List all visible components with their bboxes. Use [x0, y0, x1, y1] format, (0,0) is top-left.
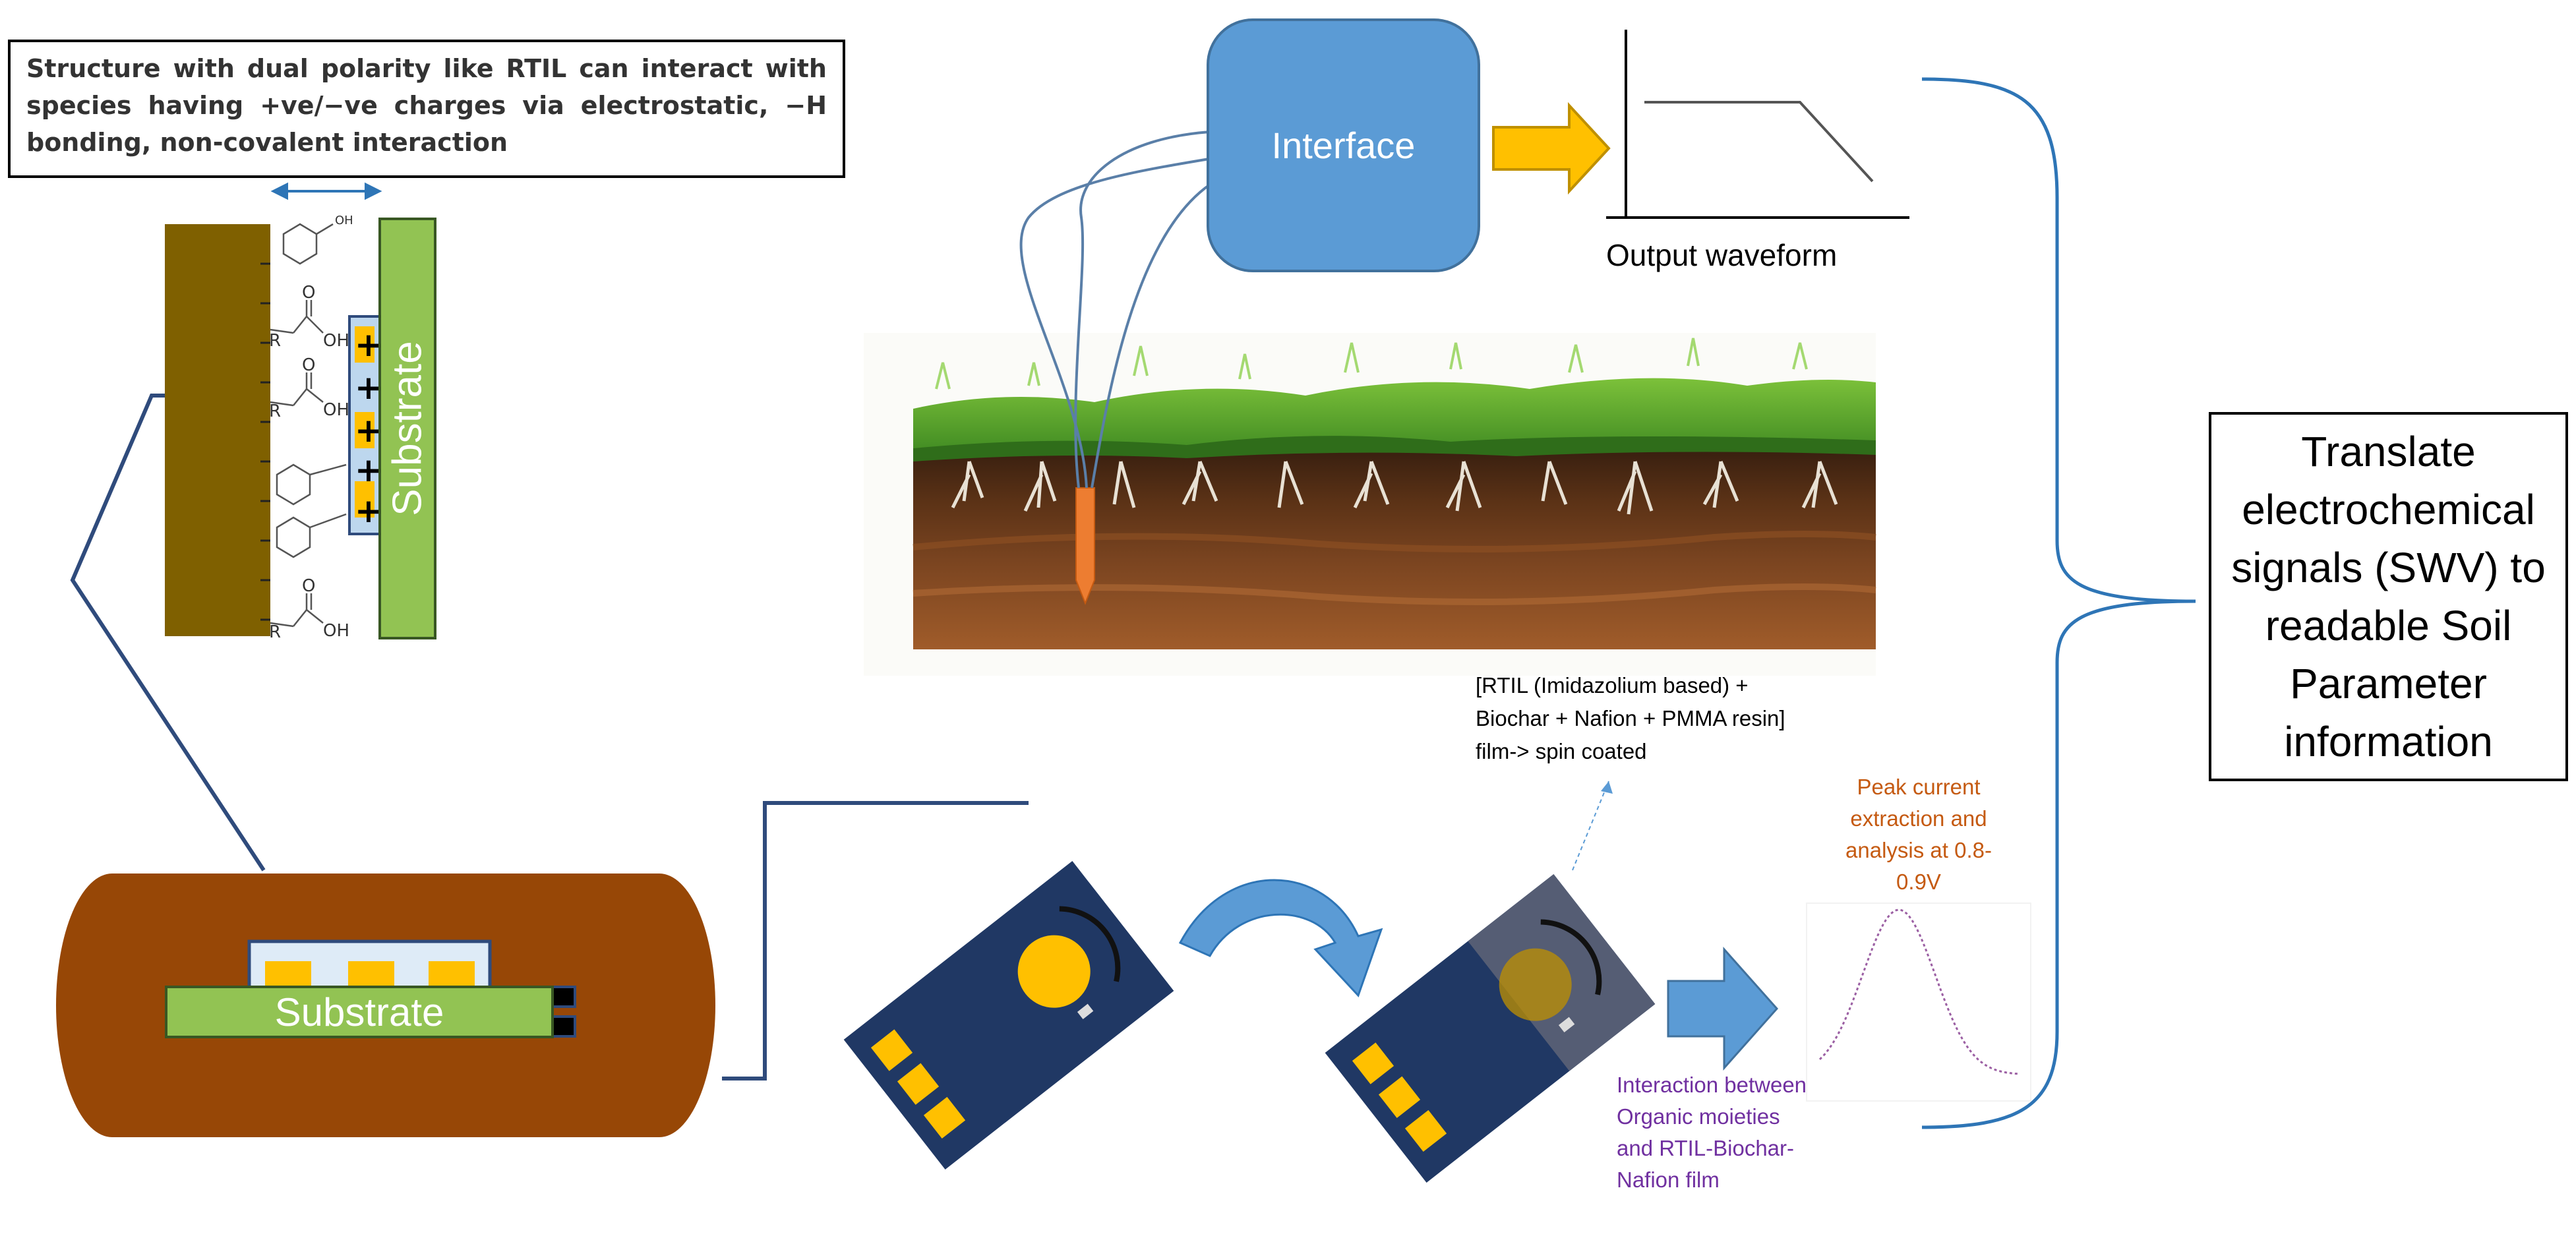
waveform-plot — [1606, 30, 1909, 219]
sensor-board-bare — [843, 861, 1174, 1170]
substrate-vertical-label: Substrate — [384, 341, 431, 516]
svg-text:+: + — [355, 326, 382, 364]
grass-tufts — [935, 338, 1808, 390]
wires — [1019, 131, 1214, 489]
chem-labels: OH OH R O OH R O OH R O — [269, 214, 353, 642]
svg-text:O: O — [302, 355, 315, 375]
interface-label: Interface — [1271, 125, 1416, 166]
double-arrow-icon — [270, 182, 382, 200]
translate-box: Translate electrochemical signals (SWV) … — [2209, 412, 2568, 781]
film-pointer — [1572, 781, 1609, 871]
svg-text:OH: OH — [323, 400, 349, 420]
plant-roots-icon — [951, 461, 1838, 515]
electrode-pads — [355, 326, 374, 518]
peak-label: Peak current extraction and analysis at … — [1845, 775, 1992, 894]
polarity-note-box: Structure with dual polarity like RTIL c… — [8, 40, 845, 178]
svg-text:OH: OH — [323, 621, 349, 641]
svg-text:O: O — [302, 576, 315, 596]
peak-plot — [1806, 903, 2031, 1102]
organic-moieties — [270, 223, 347, 628]
output-waveform-label: Output waveform — [1606, 238, 1838, 272]
waveform-trace — [1644, 101, 1874, 183]
svg-text:+: + — [355, 411, 382, 450]
arrow-to-peak-icon — [1667, 947, 1779, 1071]
svg-text:R: R — [269, 331, 281, 351]
svg-text:OH: OH — [335, 214, 353, 227]
svg-text:O: O — [302, 283, 315, 303]
biochar-block — [165, 224, 270, 636]
probe-icon — [1075, 487, 1095, 605]
substrate-horizontal-label: Substrate — [274, 990, 444, 1034]
block-ticks — [260, 262, 270, 621]
substrate-horizontal: Substrate — [165, 986, 554, 1038]
soil-cross-section — [864, 333, 1876, 676]
interaction-label: Interaction between Organic moieties and… — [1617, 1073, 1807, 1192]
translate-text: Translate electrochemical signals (SWV) … — [2231, 428, 2546, 765]
svg-text:+: + — [355, 369, 382, 407]
film-label: [RTIL (Imidazolium based) + Biochar + Na… — [1476, 673, 1785, 763]
svg-text:R: R — [269, 622, 281, 642]
film-pointer-head — [1601, 781, 1613, 794]
svg-text:OH: OH — [323, 331, 349, 351]
substrate-vertical: Substrate — [378, 218, 436, 639]
svg-text:+: + — [355, 451, 382, 489]
sensor-board-coated — [1325, 874, 1656, 1183]
charge-signs: + + + + + — [355, 326, 382, 530]
arrow-to-waveform-icon — [1492, 102, 1611, 195]
polarity-note-text: Structure with dual polarity like RTIL c… — [26, 54, 827, 157]
interface-box: Interface — [1207, 18, 1480, 272]
svg-text:+: + — [355, 492, 382, 530]
curly-brace-icon — [1921, 77, 2196, 1129]
connector-lines — [70, 394, 1029, 1081]
curved-arrow-icon — [1178, 879, 1383, 997]
svg-text:R: R — [269, 401, 281, 421]
